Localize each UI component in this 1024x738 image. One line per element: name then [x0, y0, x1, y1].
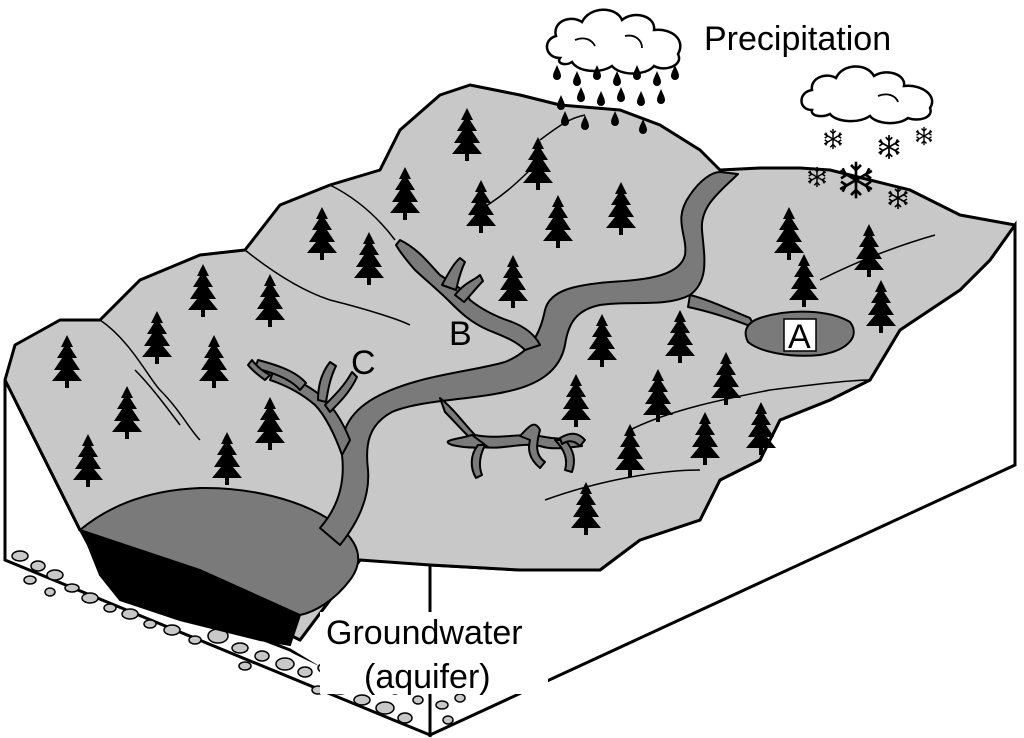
raindrop-icon [617, 87, 625, 102]
aquifer-label: (aquifer) [364, 658, 491, 696]
lake-surface [77, 486, 360, 617]
groundwater-label: Groundwater [326, 614, 523, 652]
snowflake-icon [915, 126, 933, 146]
raindrop-icon [653, 71, 661, 86]
front-edge [3, 380, 431, 737]
rain-cloud-icon [545, 8, 682, 75]
raindrop-icon [573, 71, 581, 86]
marker-c: C [351, 344, 376, 382]
snow-cloud-icon [800, 65, 934, 125]
raindrop-icon [637, 91, 645, 106]
marker-a-box [783, 318, 817, 352]
precipitation-label: Precipitation [704, 20, 891, 58]
raindrop-icon [577, 87, 585, 102]
raindrop-icon [597, 91, 605, 106]
front-face-left [5, 380, 430, 735]
marker-b: B [449, 315, 472, 353]
groundwater-label-bg [320, 612, 548, 694]
marker-a: A [788, 318, 811, 356]
raindrop-icon [657, 89, 665, 104]
raindrop-icon [553, 65, 561, 80]
snowflake-icon [877, 134, 901, 160]
river-system [247, 171, 756, 546]
snowflake-icon [823, 128, 843, 150]
raindrop-icon [557, 95, 565, 110]
raindrop-icon [613, 71, 621, 86]
